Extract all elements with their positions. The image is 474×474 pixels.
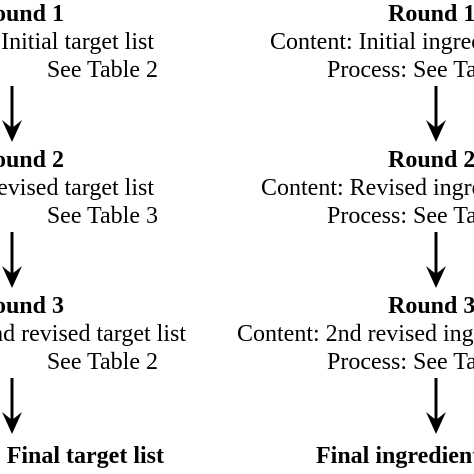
right-round2-content: Content: Revised ingredient list [261,175,474,201]
right-arrow-3-icon [426,378,446,434]
left-arrow-3-icon [2,378,22,434]
left-round2-process: See Table 3 [46,203,158,229]
right-round3-heading: Round 3 [388,293,474,319]
right-round1-process: Process: See Table 2 [327,57,474,83]
right-arrow-2-icon [426,232,446,288]
left-round1-heading: Round 1 [0,1,64,27]
right-round1-heading: Round 1 [388,1,474,27]
left-round3-content: 2nd revised target list [0,321,186,347]
right-round3-process: Process: See Table 2 [327,349,474,375]
right-round2-heading: Round 2 [388,147,474,173]
left-final-heading: Final target list [6,443,164,469]
left-round3-process: See Table 2 [46,349,158,375]
right-round1-content: Content: Initial ingredient list [270,29,474,55]
left-arrow-1-icon [2,86,22,142]
left-arrow-2-icon [2,232,22,288]
right-round2-process: Process: See Table 3 [327,203,474,229]
left-round1-process: See Table 2 [46,57,158,83]
right-final-heading: Final ingredient list [316,443,474,469]
left-round2-content: Revised target list [0,175,154,201]
left-round3-heading: Round 3 [0,293,64,319]
right-arrow-1-icon [426,86,446,142]
left-round2-heading: Round 2 [0,147,64,173]
left-round1-content: Initial target list [1,29,154,55]
right-round3-content: Content: 2nd revised ingredient list [237,321,474,347]
